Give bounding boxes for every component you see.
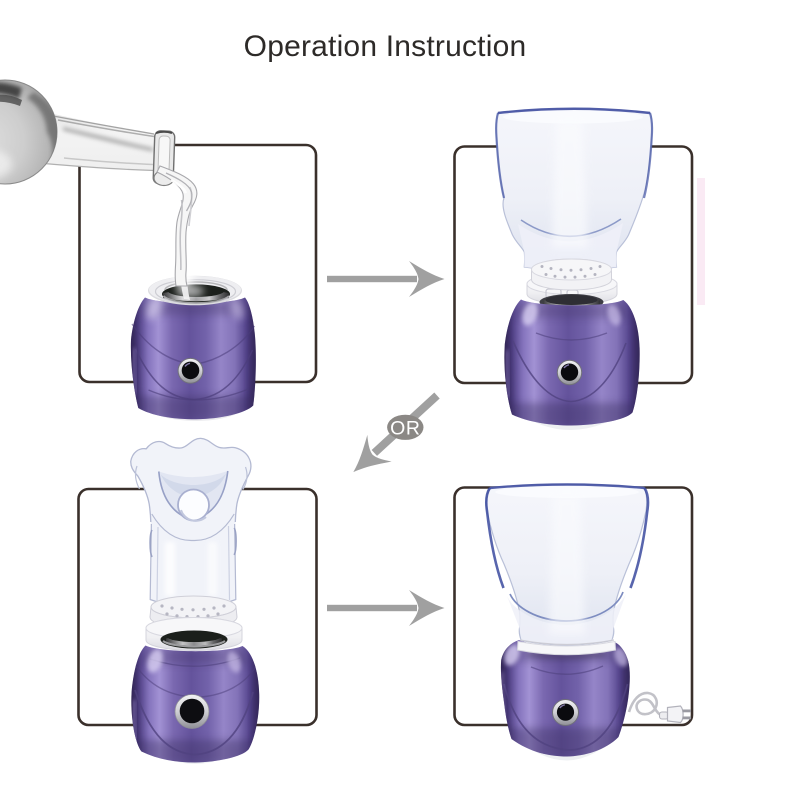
svg-text:OR: OR [390,418,420,440]
